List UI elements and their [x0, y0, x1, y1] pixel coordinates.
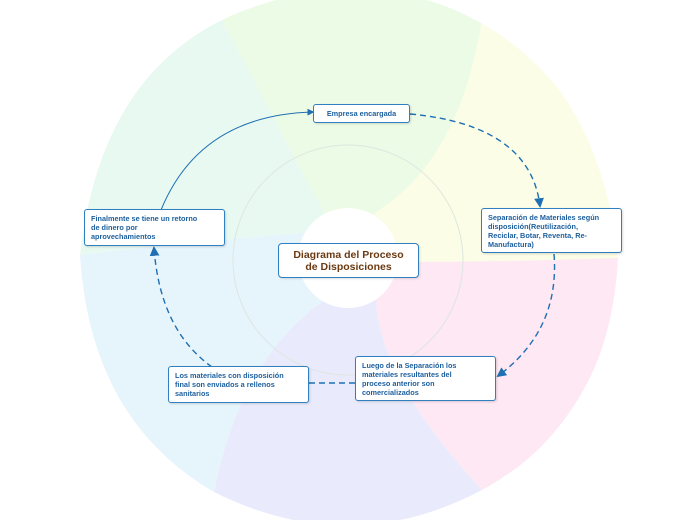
segment-yellow: [348, 20, 618, 262]
connector-materiales-finalmente: [149, 246, 213, 368]
segment-green: [222, 0, 482, 258]
connector-separacion-luego: [496, 253, 556, 378]
segment-lavender: [214, 258, 482, 520]
node-finalmente-retorno[interactable]: Finalmente se tiene un retorno de dinero…: [84, 209, 225, 246]
segment-mint: [80, 20, 348, 258]
connector-finalmente-empresa: [160, 108, 315, 211]
inner-ring: [232, 144, 464, 376]
node-separacion-materiales[interactable]: Separación de Materiales según disposici…: [481, 208, 622, 253]
connector-empresa-separacion: [409, 113, 544, 208]
segment-blue: [80, 232, 348, 492]
node-materiales-disposicion-final[interactable]: Los materiales con disposición final son…: [168, 366, 309, 403]
node-luego-separacion[interactable]: Luego de la Separación los materiales re…: [355, 356, 496, 401]
node-empresa-encargada[interactable]: Empresa encargada: [313, 104, 410, 123]
center-topic[interactable]: Diagrama del Proceso de Disposiciones: [278, 243, 419, 278]
